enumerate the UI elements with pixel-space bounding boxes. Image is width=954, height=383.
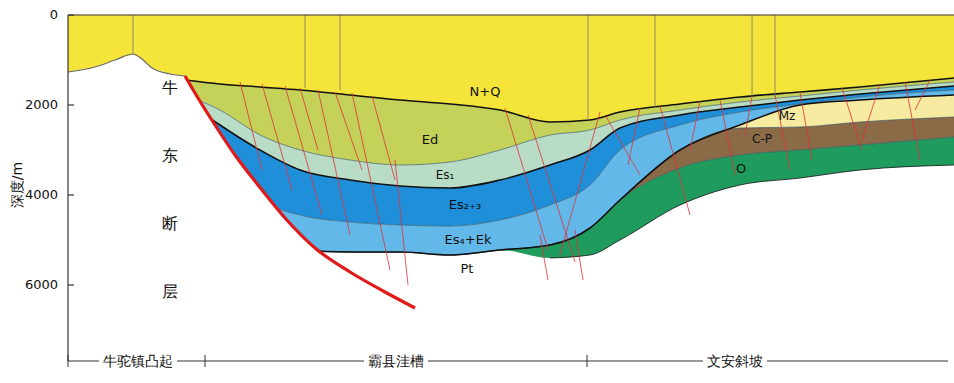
well-line [305,15,306,88]
minor-fault [505,108,548,250]
fault-label: 牛东断层 [162,54,178,326]
minor-fault [540,235,548,280]
tick-label: 0 [50,8,58,23]
minor-fault [775,95,790,170]
minor-fault [745,96,752,135]
minor-fault [628,108,640,165]
region-label: 牛驼镇凸起 [99,353,177,369]
region-label: 文安斜坡 [703,353,767,369]
well-line [775,15,776,97]
well-line [588,15,589,120]
horizon-line [550,165,954,258]
axis-tick [68,104,74,105]
region-divider [68,355,69,367]
minor-fault [862,84,880,140]
minor-fault [335,92,362,170]
top-frame [68,14,954,15]
layer-label: Pt [461,262,474,277]
well-line [655,15,656,108]
axis-tick [68,14,74,15]
minor-fault [915,80,930,110]
minor-fault [528,115,575,262]
minor-fault [800,92,812,160]
minor-fault [372,96,395,180]
minor-fault [905,82,920,160]
tick-label: 2000 [25,98,58,113]
minor-fault [690,101,700,150]
minor-fault [560,112,600,255]
depth-axis [67,15,68,361]
minor-fault [605,115,640,175]
well-line [340,15,341,90]
well-line [752,15,753,98]
well-line [133,15,134,54]
layer-label: Es₂₊₃ [449,198,481,213]
layer-label: Es₄+Ek [445,233,492,248]
layer-label: O [736,162,746,177]
axis-title: 深度/m [9,162,25,208]
minor-fault [285,86,322,215]
region-label: 霸县洼槽 [364,353,428,369]
minor-fault [240,82,262,170]
horizon-line [185,78,954,122]
layer-label: Mz [779,110,796,124]
minor-fault [318,90,350,235]
region-divider [205,355,206,367]
main-fault [185,76,415,308]
tick-label: 4000 [25,188,58,203]
minor-fault [720,100,735,175]
horizon-line [185,95,954,255]
minor-fault [300,88,318,150]
axis-tick [68,194,74,195]
layer-label: Ed [422,133,438,148]
minor-fault [262,84,292,190]
minor-fault [575,230,583,280]
region-bar [68,361,948,362]
layer-label: C-P [752,133,772,147]
minor-fault [660,106,690,215]
axis-tick [68,284,74,285]
region-divider [587,355,588,367]
minor-fault [352,93,390,270]
tick-label: 6000 [25,278,58,293]
layer-label: N+Q [470,85,501,100]
minor-fault [395,160,408,285]
ground-surface [68,54,185,76]
uplift-basement [68,54,415,354]
layer-boundary [185,82,954,165]
layer-label: Es₁ [436,169,455,183]
minor-fault [842,88,862,150]
